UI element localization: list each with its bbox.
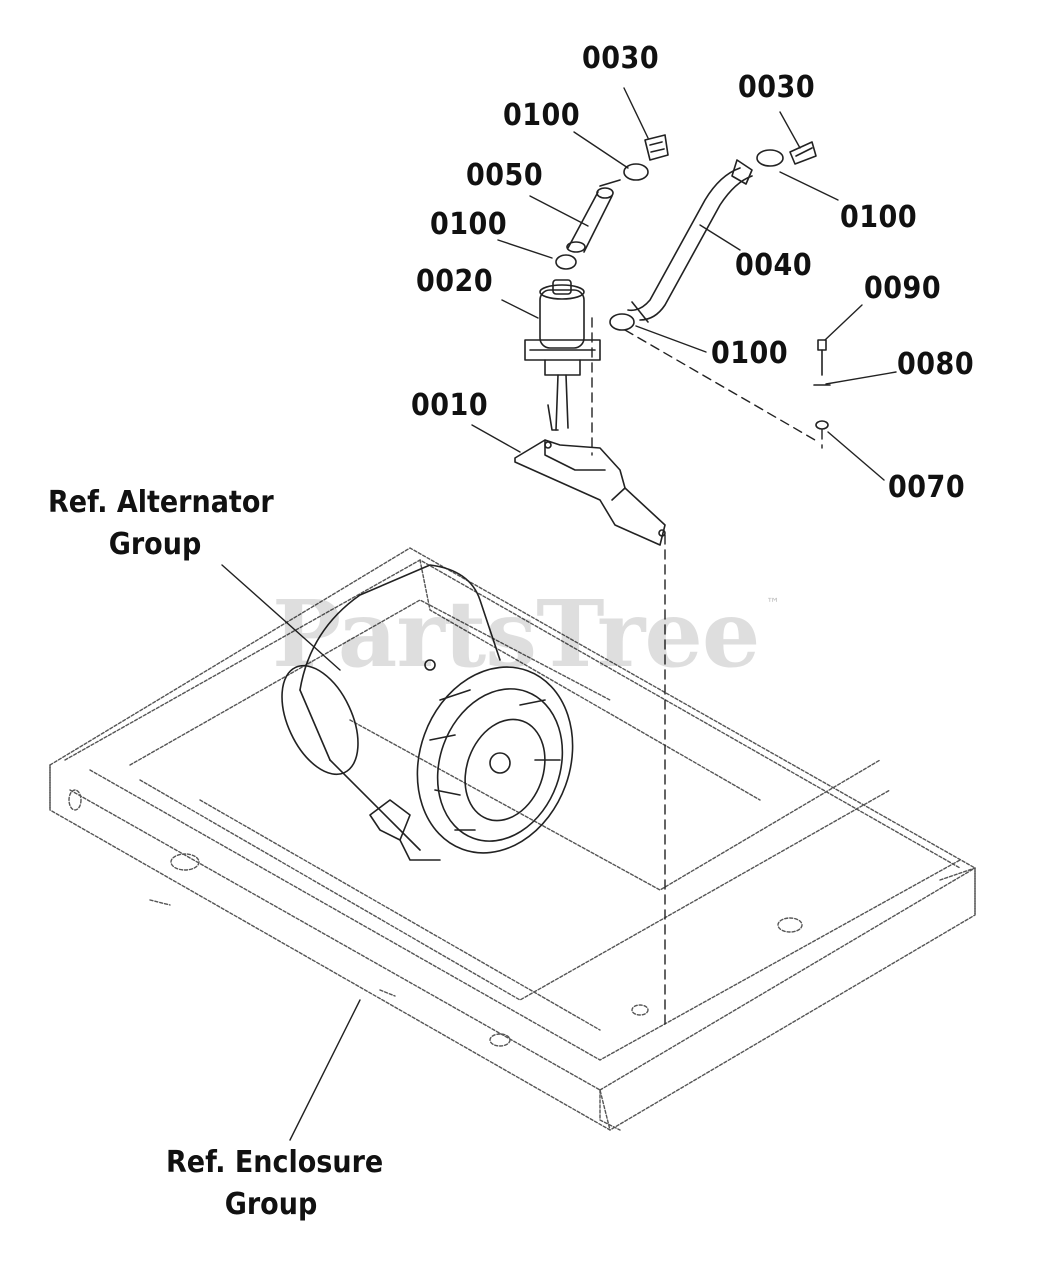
- ref-alternator-line2: Group: [108, 527, 202, 562]
- ref-enclosure-group: Ref. Enclosure Group: [166, 1142, 384, 1226]
- mounting-bracket: [514, 439, 666, 546]
- alignment-lines: [591, 317, 823, 1026]
- watermark-trademark: ™: [766, 596, 780, 612]
- hose-clamps: [555, 149, 784, 331]
- callout-0010: 0010: [411, 388, 489, 423]
- callout-0030-upper-left: 0030: [582, 41, 660, 76]
- callout-0090: 0090: [864, 271, 942, 306]
- callout-0080: 0080: [897, 347, 975, 382]
- fastener-stack: [813, 339, 831, 430]
- filter-canister: [524, 279, 601, 431]
- watermark: PartsTree: [272, 580, 760, 688]
- ref-enclosure-line1: Ref. Enclosure: [166, 1145, 384, 1180]
- fittings: [644, 134, 817, 165]
- callout-0050: 0050: [466, 158, 544, 193]
- ref-alternator-line1: Ref. Alternator: [48, 485, 274, 520]
- callout-0040: 0040: [735, 248, 813, 283]
- callout-0070: 0070: [888, 470, 966, 505]
- callout-0020: 0020: [416, 264, 494, 299]
- enclosure-frame: [49, 547, 976, 1131]
- long-hose: [627, 159, 753, 323]
- callout-0100-top: 0100: [503, 98, 581, 133]
- leader-lines: [221, 87, 897, 1141]
- ref-alternator-group: Ref. Alternator Group: [48, 482, 274, 566]
- short-hose: [566, 179, 621, 253]
- ref-enclosure-line2: Group: [224, 1187, 318, 1222]
- callout-0030-upper-right: 0030: [738, 70, 816, 105]
- callout-0100-mid-left: 0100: [430, 207, 508, 242]
- callout-0100-right: 0100: [840, 200, 918, 235]
- callout-0100-lower: 0100: [711, 336, 789, 371]
- alternator: [281, 564, 574, 861]
